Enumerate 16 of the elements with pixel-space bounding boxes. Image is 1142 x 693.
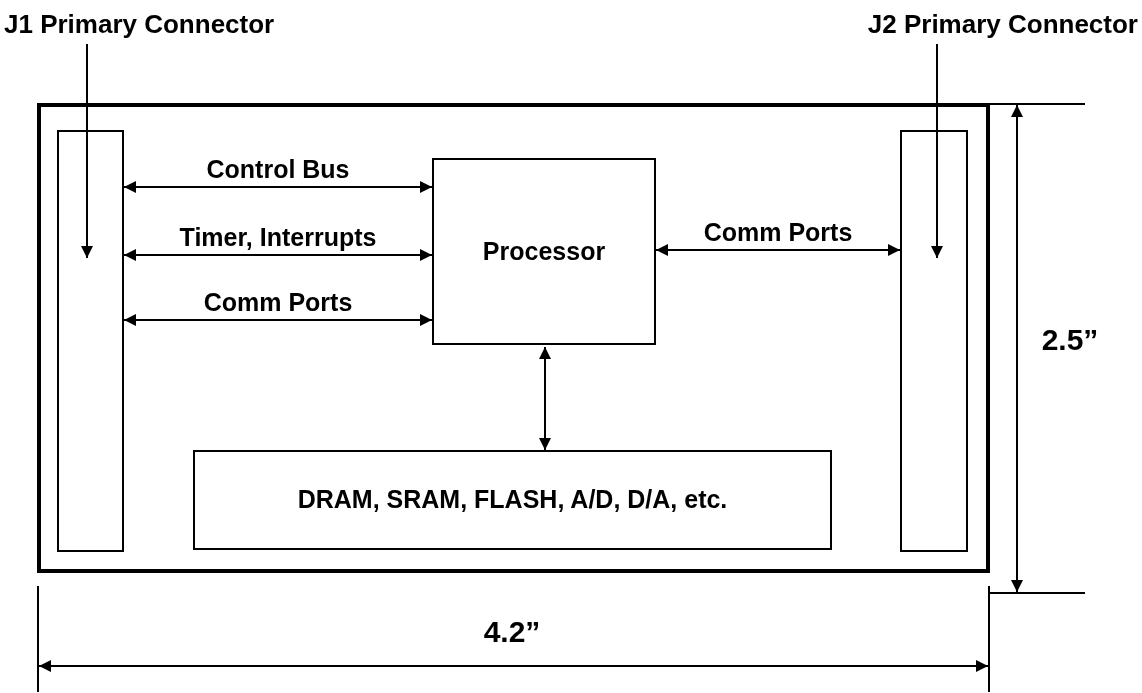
- double-arrow: [123, 181, 433, 193]
- processor-box: [432, 158, 656, 345]
- double-arrow: [123, 249, 433, 261]
- box-label: Processor: [482, 237, 606, 266]
- connector-label: J1 Primary Connector: [4, 9, 275, 39]
- connector-strip: [900, 130, 968, 552]
- leader-arrow: [931, 43, 943, 259]
- memory-box: [193, 450, 832, 550]
- box-label: DRAM, SRAM, FLASH, A/D, D/A, etc.: [297, 486, 728, 514]
- connector-label: J2 Primary Connector: [867, 9, 1138, 39]
- double-arrow: [539, 346, 551, 451]
- board-outline: [37, 103, 990, 573]
- double-arrow: [655, 244, 901, 256]
- double-arrow: [123, 314, 433, 326]
- leader-arrow: [81, 43, 93, 259]
- connector-strip: [57, 130, 124, 552]
